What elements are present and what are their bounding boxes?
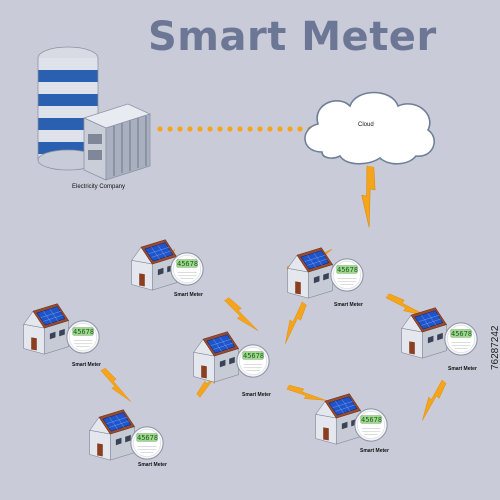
house-6: 45678 Smart Meter xyxy=(89,409,167,468)
meter-reading: 45678 xyxy=(137,434,158,442)
meter-label: Smart Meter xyxy=(72,362,101,368)
meter-dial xyxy=(170,252,204,286)
meter-label: Smart Meter xyxy=(174,292,203,298)
bolt-house1-bottom xyxy=(100,364,132,408)
meter-reading: 45678 xyxy=(243,352,264,360)
electricity-company-icon xyxy=(37,46,152,181)
house-4: 45678 Smart Meter xyxy=(193,331,271,398)
bolt-house4-center xyxy=(276,301,312,344)
bolt-center-right xyxy=(286,380,327,410)
house-2: 45678 Smart Meter xyxy=(287,247,364,308)
meter-reading: 45678 xyxy=(451,330,472,338)
meter-dial xyxy=(330,258,364,292)
meter-label: Smart Meter xyxy=(360,448,389,454)
meter-reading: 45678 xyxy=(177,260,198,268)
meter-dial xyxy=(354,408,388,442)
bolt-cloud-to-house xyxy=(354,165,382,228)
meter-label: Smart Meter xyxy=(334,302,363,308)
cloud-label: Cloud xyxy=(358,122,374,128)
house-1: 45678 Smart Meter xyxy=(131,239,204,298)
house-7: 45678 Smart Meter xyxy=(315,393,389,454)
bolt-house2-center xyxy=(224,294,259,338)
meter-reading: 45678 xyxy=(73,328,94,336)
meter-dial xyxy=(444,322,478,356)
page-title: Smart Meter xyxy=(148,14,437,60)
house-3: 45678 Smart Meter xyxy=(23,303,101,368)
meter-dial xyxy=(130,426,164,460)
meter-label: Smart Meter xyxy=(138,462,167,468)
stock-id-watermark: 76287242 xyxy=(490,325,500,371)
cloud-icon xyxy=(304,91,436,165)
bolt-right-bottom xyxy=(413,379,451,421)
house-5: 45678 Smart Meter xyxy=(401,307,478,372)
meter-dial xyxy=(236,344,270,378)
company-cloud-link xyxy=(157,126,313,132)
meter-reading: 45678 xyxy=(361,416,382,424)
meter-label: Smart Meter xyxy=(242,392,271,398)
meter-label: Smart Meter xyxy=(448,366,477,372)
meter-dial xyxy=(66,320,100,354)
meter-reading: 45678 xyxy=(337,266,358,274)
company-label: Electricity Company xyxy=(72,184,125,190)
